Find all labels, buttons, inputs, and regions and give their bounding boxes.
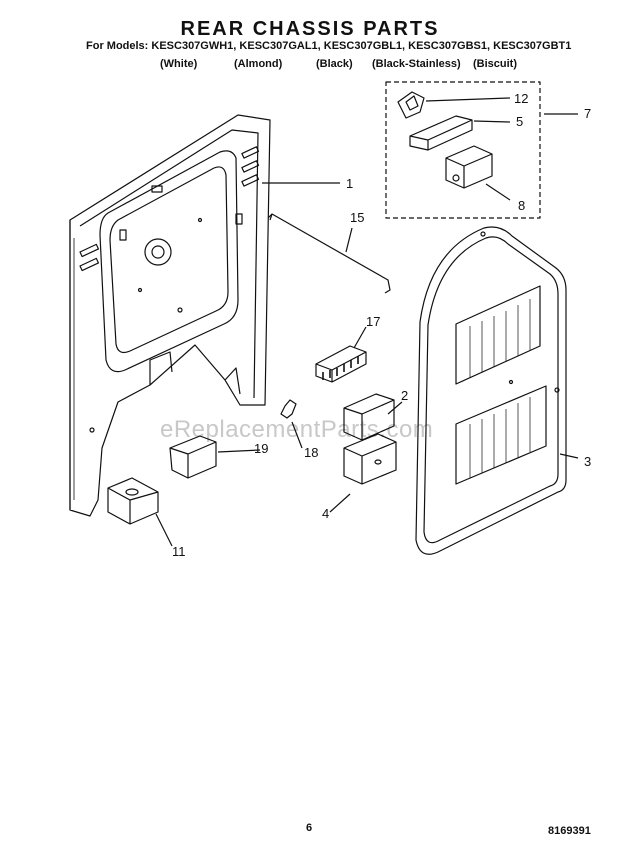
callout-17: 17 (366, 314, 380, 329)
callout-8: 8 (518, 198, 525, 213)
callout-19: 19 (254, 441, 268, 456)
callout-4: 4 (322, 506, 329, 521)
callout-11: 11 (172, 544, 186, 559)
page-title: REAR CHASSIS PARTS (180, 18, 440, 40)
callout-18: 18 (304, 445, 318, 460)
assembly-7-group (385, 81, 541, 219)
color-biscuit: (Biscuit) (473, 58, 517, 70)
color-white: (White) (160, 58, 198, 70)
latch-solenoid (445, 145, 493, 189)
callout-2: 2 (401, 388, 408, 403)
terminal-block (315, 345, 367, 383)
callout-1: 1 (346, 176, 353, 191)
color-black-stainless: (Black-Stainless) (372, 58, 461, 70)
callout-labels: 12 7 5 1 15 8 17 2 3 19 18 4 11 (172, 91, 591, 559)
rear-chassis-panel (69, 114, 271, 517)
small-clip (280, 399, 297, 419)
callout-5: 5 (516, 114, 523, 129)
document-number: 8169391 (548, 825, 591, 837)
latch-bracket (409, 115, 473, 151)
mount-block (107, 477, 159, 525)
support-rod (267, 213, 391, 294)
bracket-lower (343, 433, 397, 485)
bracket-left (169, 435, 217, 479)
callout-15: 15 (350, 210, 364, 225)
models-line: For Models: KESC307GWH1, KESC307GAL1, KE… (86, 40, 572, 52)
latch-cam (397, 91, 425, 119)
bracket-upper (343, 393, 395, 441)
callout-7: 7 (584, 106, 591, 121)
rear-access-panel (415, 226, 567, 555)
callout-12: 12 (514, 91, 528, 106)
callout-3: 3 (584, 454, 591, 469)
color-almond: (Almond) (234, 58, 283, 70)
leader-lines (155, 97, 579, 547)
color-black: (Black) (316, 58, 353, 70)
page-number: 6 (306, 822, 313, 834)
